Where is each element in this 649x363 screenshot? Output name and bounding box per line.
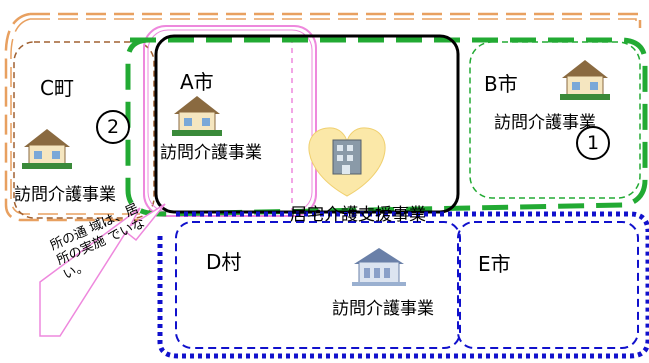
d-village-frame (175, 221, 461, 349)
e-city-name: E市 (478, 252, 511, 276)
a-city-pink-frame (143, 25, 317, 217)
c-town-frame (13, 41, 155, 219)
b-city-name: B市 (484, 72, 518, 96)
a-city-name: A市 (180, 70, 214, 94)
green-service-area (125, 37, 648, 217)
c-town-name: C町 (40, 76, 74, 100)
c-town-office: 訪問介護事業 (14, 185, 116, 205)
blue-dotted-area (157, 211, 649, 359)
house-icon (22, 129, 72, 169)
a-city-office: 訪問介護事業 (160, 143, 262, 163)
building-icon (332, 139, 362, 175)
marker-two: 2 (96, 110, 130, 144)
e-city-frame (457, 221, 639, 349)
b-city-office: 訪問介護事業 (494, 113, 596, 133)
center-label: 居宅介護支援事業 (290, 205, 426, 225)
house-icon (172, 96, 222, 136)
callout-arrow (39, 203, 166, 337)
d-village-name: D村 (206, 250, 242, 274)
house-icon (560, 60, 610, 100)
outer-orange-frame (4, 12, 642, 222)
d-village-office: 訪問介護事業 (332, 299, 434, 319)
house-icon (352, 248, 406, 286)
marker-one: 1 (576, 126, 610, 160)
